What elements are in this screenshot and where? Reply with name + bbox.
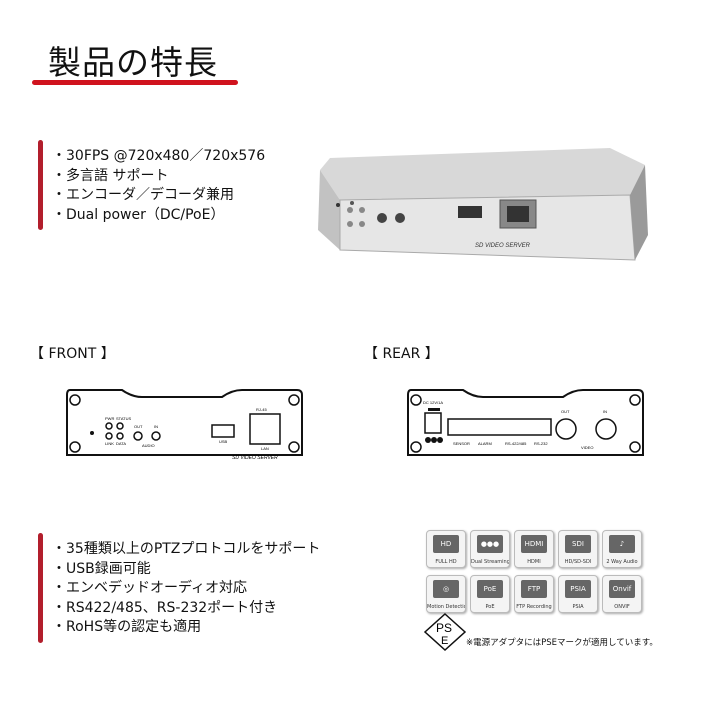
feature-icon: PoE PoE — [470, 575, 510, 613]
feature-icon-glyph: PSIA — [565, 580, 591, 598]
svg-text:E: E — [441, 635, 448, 647]
feature-item: USB録画可能 — [52, 560, 320, 580]
feature-icon-glyph: SDI — [565, 535, 591, 553]
feature-icon: SDI HD/SD-SDI — [558, 530, 598, 568]
feature-icon-glyph: ◎ — [433, 580, 459, 598]
svg-text:PS: PS — [436, 621, 452, 635]
feature-icon-glyph: Onvif — [609, 580, 635, 598]
feature-icon-glyph: HDMI — [521, 535, 547, 553]
page-title: 製品の特長 — [48, 43, 218, 82]
feature-list-1: 30FPS @720x480／720x576 多言語 サポート エンコーダ／デコ… — [52, 147, 265, 225]
alarm-label: ALARM — [478, 441, 492, 446]
feature-icon: ●●● Dual Streaming — [470, 530, 510, 568]
video-in-label: IN — [603, 409, 607, 414]
feature-icon-glyph: ●●● — [477, 535, 503, 553]
status-label: STATUS — [116, 416, 132, 421]
feature-icon: FTP FTP Recording — [514, 575, 554, 613]
feature-icon-label: Dual Streaming — [471, 559, 509, 565]
brand-label: SD VIDEO SERVER — [232, 455, 278, 460]
feature-icon-glyph: PoE — [477, 580, 503, 598]
rs422-label: RS-422/485 — [505, 441, 527, 446]
feature-item: RS422/485、RS-232ポート付き — [52, 599, 320, 619]
feature-icon-label: HDMI — [527, 559, 541, 565]
rear-panel-diagram: DC 12V/1A SENSOR ALARM RS-422/485 RS-232… — [407, 389, 644, 456]
dc-label: DC 12V/1A — [423, 400, 443, 405]
feature-icon: HD FULL HD — [426, 530, 466, 568]
feature-icon-label: PoE — [485, 604, 495, 610]
feature-icon-glyph: ♪ — [609, 535, 635, 553]
link-label: LINK — [105, 441, 114, 446]
lan-label: LAN — [261, 446, 269, 451]
rj45-label: RJ-45 — [256, 407, 267, 412]
feature-icon-glyph: FTP — [521, 580, 547, 598]
usb-label: USB — [219, 439, 228, 444]
feature-list-2: 35種類以上のPTZプロトコルをサポート USB録画可能 エンベデッドオーディオ… — [52, 540, 320, 638]
feature-icon-label: FTP Recording — [516, 604, 552, 610]
audio-label: AUDIO — [142, 443, 155, 448]
rear-label: 【 REAR 】 — [364, 346, 439, 362]
video-label: VIDEO — [581, 445, 593, 450]
feature-item: エンコーダ／デコーダ兼用 — [52, 186, 265, 206]
title-underline — [32, 80, 238, 85]
accent-bar — [38, 140, 43, 230]
feature-item: 35種類以上のPTZプロトコルをサポート — [52, 540, 320, 560]
feature-icon-label: Motion Detection — [427, 604, 465, 610]
pse-mark: PSE — [423, 612, 467, 652]
feature-item: 30FPS @720x480／720x576 — [52, 147, 265, 167]
feature-icon: ◎ Motion Detection — [426, 575, 466, 613]
device-brand: SD VIDEO SERVER — [475, 243, 531, 249]
audio-in-label: IN — [154, 424, 158, 429]
data-label: DATA — [116, 441, 126, 446]
feature-item: RoHS等の認定も適用 — [52, 618, 320, 638]
audio-out-label: OUT — [134, 424, 143, 429]
feature-icon-label: HD/SD-SDI — [564, 559, 592, 565]
feature-icon-label: 2 Way Audio — [606, 559, 638, 565]
video-out-label: OUT — [561, 409, 570, 414]
front-label: 【 FRONT 】 — [30, 346, 115, 362]
front-panel-diagram: PWR STATUS LINK DATA OUT IN AUDIO USB LA… — [66, 389, 303, 460]
feature-icon: ♪ 2 Way Audio — [602, 530, 642, 568]
feature-icon: HDMI HDMI — [514, 530, 554, 568]
feature-icon-label: PSIA — [572, 604, 584, 610]
feature-item: 多言語 サポート — [52, 167, 265, 187]
pse-note: ※電源アダプタにはPSEマークが適用しています。 — [466, 638, 658, 648]
device-photo: SD VIDEO SERVER — [318, 148, 648, 261]
accent-bar — [38, 533, 43, 643]
sensor-label: SENSOR — [453, 441, 470, 446]
feature-icon-glyph: HD — [433, 535, 459, 553]
feature-icon-label: ONVIF — [614, 604, 630, 610]
feature-item: エンベデッドオーディオ対応 — [52, 579, 320, 599]
rs232-label: RS-232 — [534, 441, 548, 446]
feature-icon-label: FULL HD — [435, 559, 457, 565]
feature-icon: PSIA PSIA — [558, 575, 598, 613]
feature-item: Dual power（DC/PoE） — [52, 206, 265, 226]
pwr-label: PWR — [105, 416, 114, 421]
